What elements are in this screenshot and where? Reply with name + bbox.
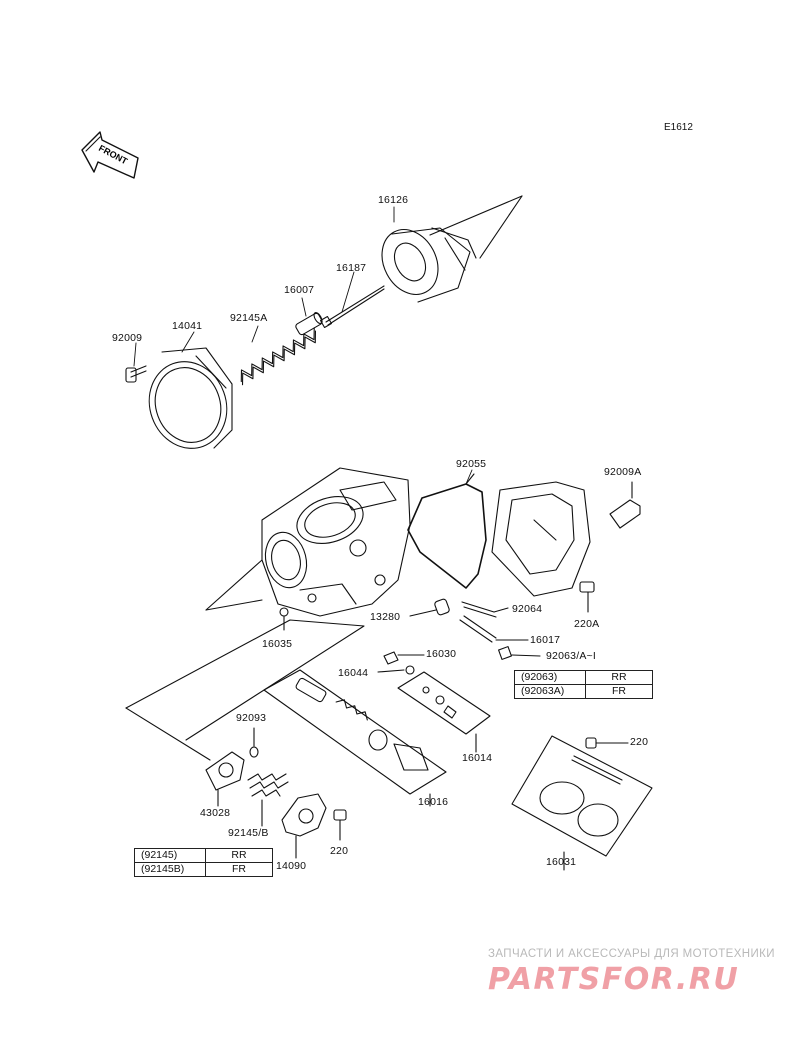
table-cell-part: (92145) [134, 848, 206, 863]
spec-table-92063: (92063) RR (92063A) FR [514, 670, 653, 699]
screw-92009 [125, 365, 147, 383]
table-cell-position: FR [205, 862, 273, 877]
screw-220-right [585, 737, 629, 749]
label-92093: 92093 [236, 712, 267, 724]
carburetor-body [205, 467, 411, 617]
label-16030: 16030 [426, 648, 457, 660]
spring-seat-16007 [295, 312, 323, 336]
label-92145B: 92145/B [228, 827, 269, 839]
spring-92145A [240, 327, 317, 386]
kit-box-16014 [397, 671, 491, 753]
label-16031: 16031 [546, 856, 577, 868]
jet-needle-16187 [319, 285, 385, 329]
label-16126: 16126 [378, 194, 409, 206]
table-row: (92063A) FR [514, 684, 653, 699]
table-cell-position: RR [205, 848, 273, 863]
label-92063: 92063/A~I [546, 650, 596, 662]
label-16017: 16017 [530, 634, 561, 646]
label-92064: 92064 [512, 603, 543, 615]
table-row: (92145B) FR [134, 862, 273, 877]
throttle-valve-16031 [511, 735, 653, 871]
leader-bracket [125, 619, 365, 761]
kit-box-16016 [263, 669, 447, 807]
label-220-right: 220 [630, 736, 649, 748]
float-bowl-gasket-92055 [407, 473, 487, 589]
cover-14090 [281, 793, 327, 859]
label-92009: 92009 [112, 332, 143, 344]
float-bowl [491, 481, 591, 597]
table-cell-part: (92063) [514, 670, 586, 685]
plate-43028 [205, 751, 245, 807]
plug-220A [579, 581, 595, 613]
small-jets [279, 607, 425, 675]
label-14041: 14041 [172, 320, 203, 332]
o-ring-92093 [249, 727, 259, 758]
table-row: (92145) RR [134, 848, 273, 863]
vacuum-piston-16126 [381, 195, 523, 303]
table-row: (92063) RR [514, 670, 653, 685]
label-16044: 16044 [338, 667, 369, 679]
spring-92145B [247, 773, 289, 827]
label-13280: 13280 [370, 611, 401, 623]
table-cell-position: RR [585, 670, 653, 685]
label-leaders [133, 206, 473, 485]
table-cell-part: (92063A) [514, 684, 586, 699]
screw-92009A [609, 481, 641, 529]
label-92055: 92055 [456, 458, 487, 470]
diagram-code: E1612 [664, 122, 693, 133]
label-16035: 16035 [262, 638, 293, 650]
label-92009A: 92009A [604, 466, 642, 478]
jet-assembly-right [409, 598, 541, 660]
label-16187: 16187 [336, 262, 367, 274]
label-14090: 14090 [276, 860, 307, 872]
label-16014: 16014 [462, 752, 493, 764]
label-220-left: 220 [330, 845, 349, 857]
table-cell-part: (92145B) [134, 862, 206, 877]
spec-table-92145: (92145) RR (92145B) FR [134, 848, 273, 877]
label-92145A: 92145A [230, 312, 268, 324]
screw-220-left [333, 809, 347, 841]
label-16007: 16007 [284, 284, 315, 296]
label-220A: 220A [574, 618, 600, 630]
label-16016: 16016 [418, 796, 449, 808]
watermark-logo: PARTSFOR.RU [488, 962, 740, 997]
top-cover-14041 [148, 347, 233, 449]
label-43028: 43028 [200, 807, 231, 819]
front-arrow-icon [81, 131, 139, 179]
table-cell-position: FR [585, 684, 653, 699]
watermark-tagline: ЗАПЧАСТИ И АКСЕССУАРЫ ДЛЯ МОТОТЕХНИКИ [488, 948, 775, 960]
